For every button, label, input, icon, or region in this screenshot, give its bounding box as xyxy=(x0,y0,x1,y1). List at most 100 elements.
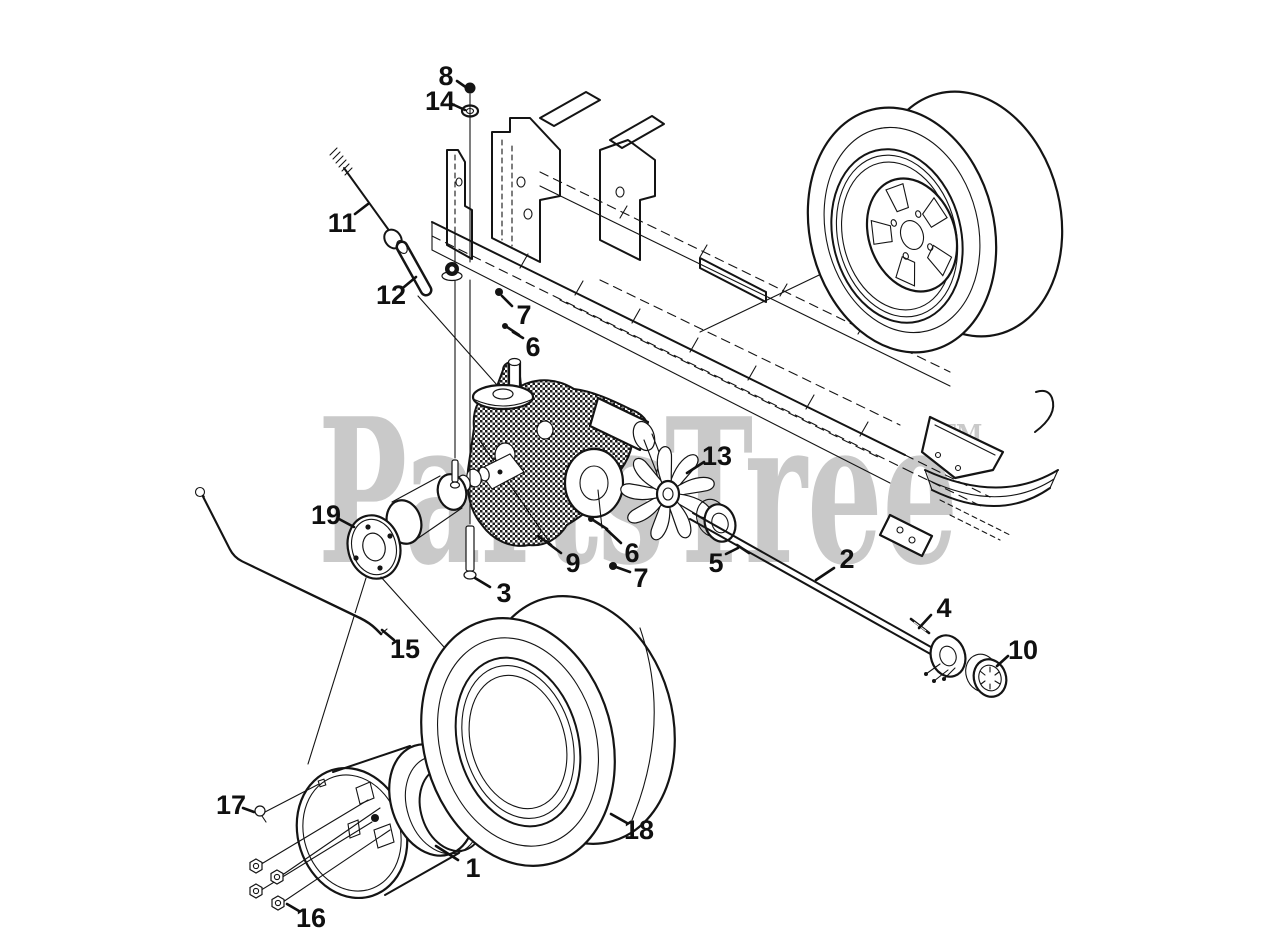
callout-leader-12 xyxy=(402,275,418,289)
callout-label-19: 19 xyxy=(311,500,341,530)
frame-bracket-plate xyxy=(491,117,561,263)
splined-hub xyxy=(965,653,1008,698)
callout-label-1: 1 xyxy=(465,853,480,883)
case-boss xyxy=(536,420,554,440)
hidden-edge xyxy=(501,139,513,247)
callout-leader-2 xyxy=(814,566,836,582)
spacer-tube-12 xyxy=(395,239,433,297)
callout-label-8: 8 xyxy=(438,61,453,91)
frame-cross-line xyxy=(599,279,901,426)
fan-hub-bore xyxy=(662,487,674,501)
mounting-bolt-3 xyxy=(449,459,477,580)
callout-leader-4 xyxy=(917,613,933,630)
cross-bar-end xyxy=(924,469,1059,491)
callout-label-7: 7 xyxy=(633,563,648,593)
tire-face xyxy=(420,617,616,867)
callout-label-3: 3 xyxy=(496,578,511,608)
hitch-hole xyxy=(908,536,916,544)
frame-hole xyxy=(455,177,463,187)
screw-7-lower xyxy=(609,562,617,570)
linkage-parts xyxy=(194,147,433,636)
hitch-foot-plate xyxy=(878,513,934,558)
lug-nuts-16 xyxy=(249,858,285,911)
rim-face xyxy=(852,166,973,305)
callout-leader-17 xyxy=(241,806,256,814)
caliper-pin xyxy=(497,469,503,475)
transaxle-assembly xyxy=(417,295,668,547)
rim-lip xyxy=(830,148,964,324)
frame-hole xyxy=(615,186,625,198)
brake-cover xyxy=(563,447,625,519)
axle-shaft xyxy=(689,512,939,657)
hitch-hole xyxy=(896,526,904,534)
callout-label-2: 2 xyxy=(839,544,854,574)
flange-hole xyxy=(377,565,383,571)
input-shaft-top xyxy=(507,357,522,367)
frame-assembly xyxy=(431,91,1059,558)
callout-leader-3 xyxy=(473,576,492,589)
frame-rail-far-bottom xyxy=(539,185,951,387)
callout-leader-16 xyxy=(285,902,301,913)
brake-cover-inner xyxy=(579,465,609,501)
callout-label-6: 6 xyxy=(624,538,639,568)
lug-hole xyxy=(915,210,922,218)
wheel-rim-exploded xyxy=(249,743,486,911)
callout-label-17: 17 xyxy=(216,790,246,820)
hitch-hole xyxy=(954,464,962,472)
flange-hole xyxy=(387,533,393,539)
callout-label-7: 7 xyxy=(516,300,531,330)
tire-exploded xyxy=(420,595,676,867)
tire-sidewall-ring xyxy=(823,126,981,334)
rail-extension xyxy=(904,454,991,509)
lug-hole xyxy=(927,243,934,251)
callout-leader-7 xyxy=(500,294,514,308)
rim-lip xyxy=(835,154,959,318)
frame-rail-near-top xyxy=(431,221,906,456)
frame-cross-member xyxy=(699,257,767,303)
frame-top-tab xyxy=(609,115,665,149)
flange-hole xyxy=(353,555,359,561)
rail-hatching xyxy=(619,205,866,335)
hub-bore xyxy=(897,217,928,252)
rear-cross-bar xyxy=(931,487,1051,507)
rail-hatching xyxy=(519,253,869,437)
frame-hole xyxy=(523,208,533,220)
callout-leader-8 xyxy=(455,79,469,90)
hitch-plate xyxy=(920,415,1005,480)
screw-8-head xyxy=(464,82,476,94)
tire-tread-edge xyxy=(631,627,655,821)
callout-label-13: 13 xyxy=(702,441,732,471)
hitch-hole xyxy=(934,451,942,459)
frame-rail-near-mid xyxy=(431,235,906,470)
hidden-edge xyxy=(939,499,1011,541)
valve-stem-17 xyxy=(254,805,267,823)
rim-face-group xyxy=(852,166,973,305)
frame-weld-nut xyxy=(441,262,463,282)
rim-vent-slots xyxy=(858,173,965,294)
fasteners xyxy=(441,82,617,580)
axle-hub-flange xyxy=(924,634,967,683)
wheel-axis-line xyxy=(699,265,839,333)
bearing-bore xyxy=(711,512,729,534)
frame-rail-near-bottom xyxy=(431,249,891,484)
rim-vent-slots xyxy=(347,781,395,849)
rim-barrel-side xyxy=(332,745,460,896)
callout-leader-6 xyxy=(604,527,623,545)
callout-label-12: 12 xyxy=(376,280,406,310)
drum-side xyxy=(391,475,463,542)
tire-bead xyxy=(461,665,575,819)
callout-leader-14 xyxy=(450,102,467,112)
rear-wheel-assembled xyxy=(806,90,1064,354)
rim-center xyxy=(371,814,379,822)
pulley-hub xyxy=(492,388,514,400)
callout-leader-5 xyxy=(724,546,740,556)
callout-label-11: 11 xyxy=(328,208,357,238)
frame-bracket-plate xyxy=(599,139,656,261)
flange-bore xyxy=(362,532,386,562)
callout-leader-7 xyxy=(614,565,632,574)
lug-hole xyxy=(902,252,909,260)
tire-bead xyxy=(454,656,582,828)
callout-label-6: 6 xyxy=(525,332,540,362)
bolt-6-lower xyxy=(588,516,609,531)
axle-housing-end xyxy=(632,420,656,452)
